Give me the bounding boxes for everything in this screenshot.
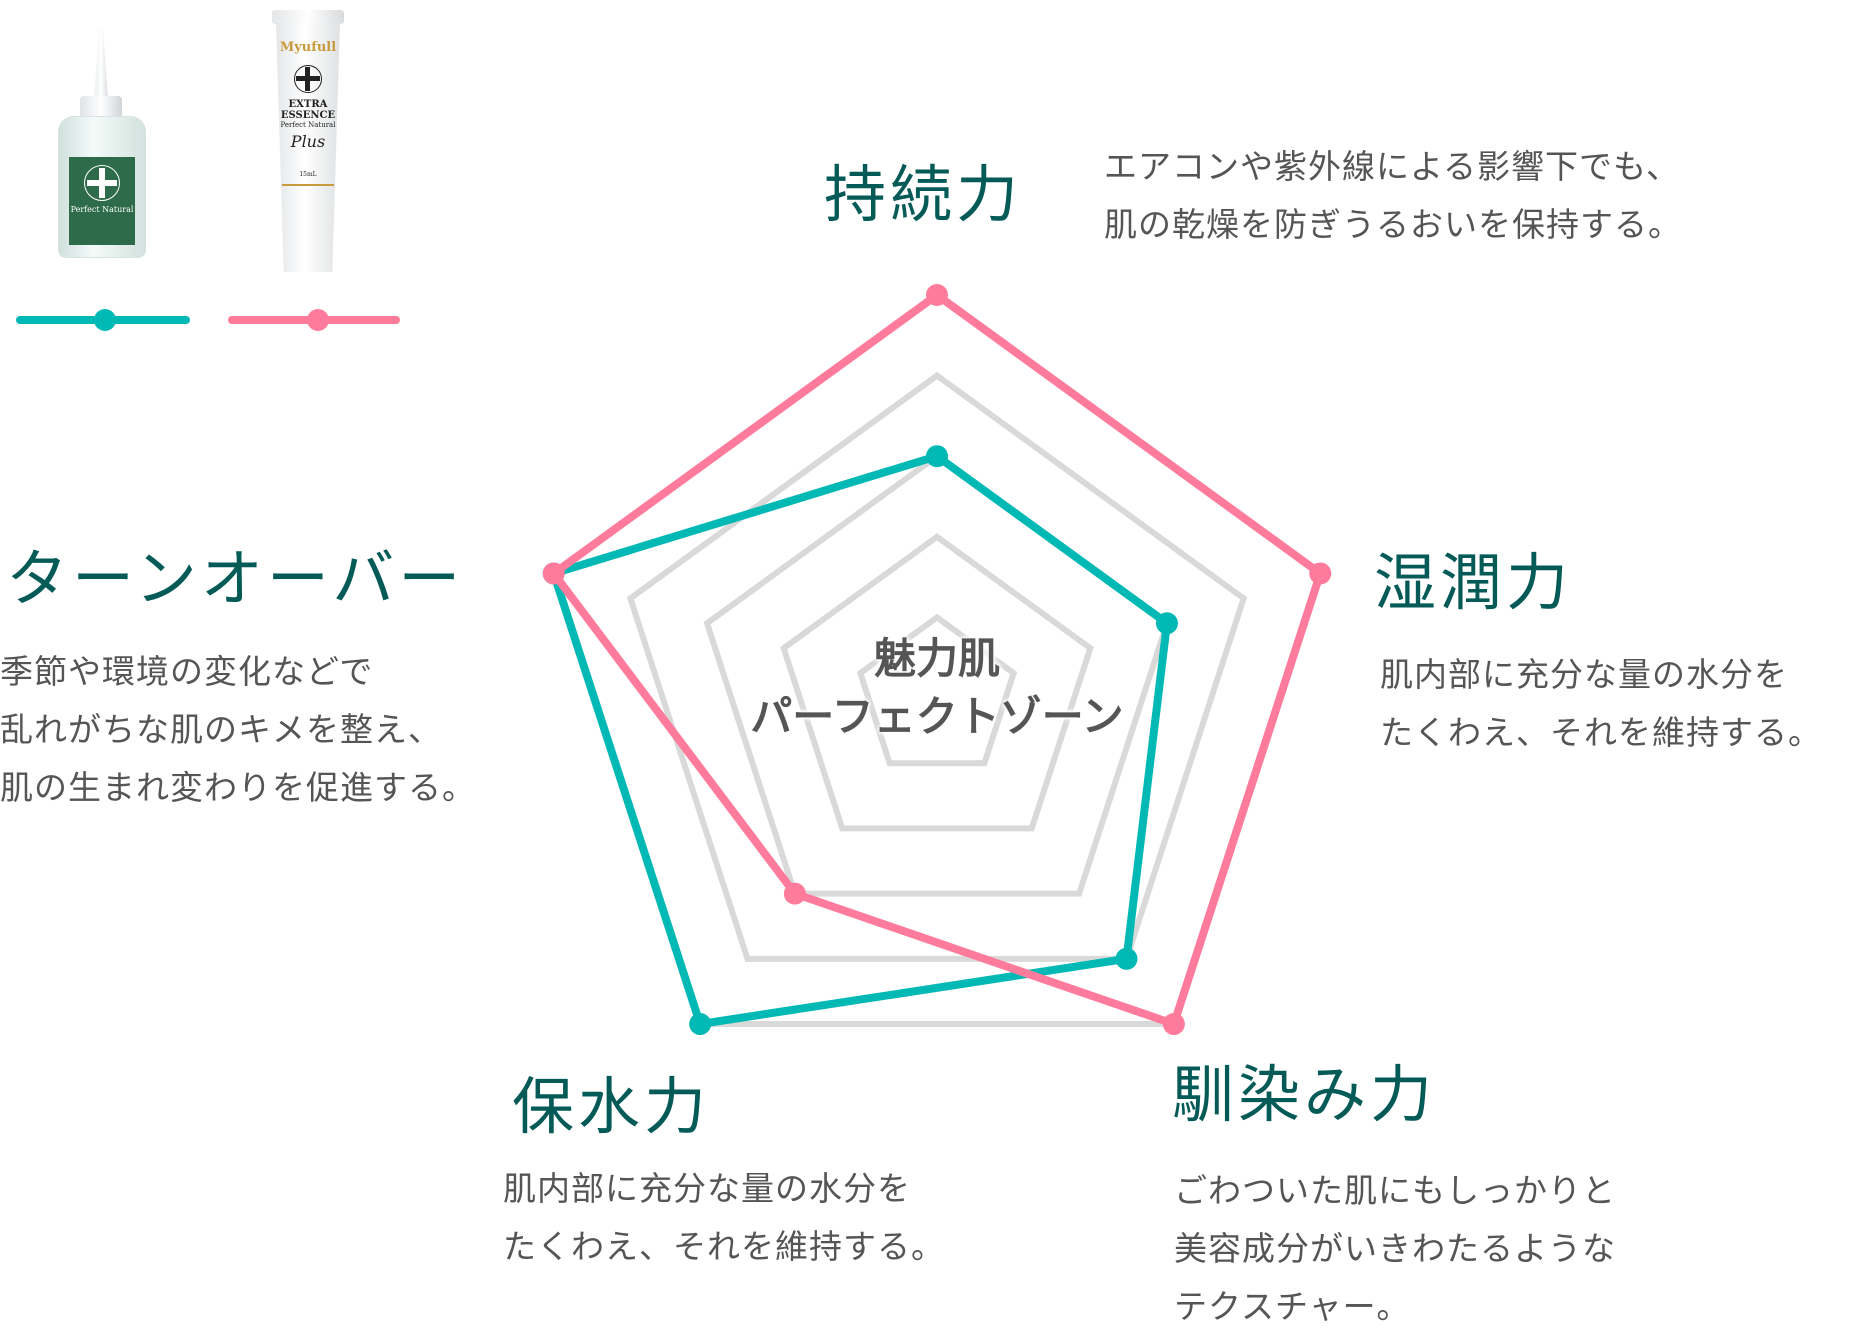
axis-title-turnover: ターンオーバー: [6, 542, 465, 615]
grid-ring: [626, 371, 1248, 962]
center-label-line2: パーフェクトゾーン: [750, 692, 1124, 741]
grid-ring: [856, 613, 1018, 767]
axis-desc-turnover: 季節や環境の変化などで 乱れがちな肌のキメを整え、 肌の生まれ変わりを促進する。: [0, 643, 476, 817]
desc-line: 肌の乾燥を防ぎうるおいを保持する。: [1104, 205, 1682, 244]
bottle-body: Perfect Natural: [58, 116, 146, 258]
data-point: [783, 882, 806, 905]
series-line-0: [549, 452, 1171, 1029]
product-image-extra-essence: Myufull EXTRA ESSENCE Perfect Natural Pl…: [272, 10, 348, 280]
data-point: [926, 284, 948, 306]
axis-desc-water-retention: 肌内部に充分な量の水分を たくわえ、それを維持する。: [503, 1160, 945, 1276]
data-point: [1115, 947, 1138, 970]
desc-line: エアコンや紫外線による影響下でも、: [1104, 147, 1681, 186]
center-label-line1: 魅力肌: [873, 634, 1000, 683]
desc-line: 肌の生まれ変わりを促進する。: [0, 768, 476, 807]
desc-line: たくわえ、それを維持する。: [503, 1227, 945, 1266]
product-image-perfect-natural: Perfect Natural: [56, 30, 148, 270]
desc-line: テクスチャー。: [1174, 1287, 1411, 1326]
desc-line: ごわついた肌にもしっかりと: [1174, 1171, 1616, 1210]
tube-volume: 15mL: [299, 171, 317, 178]
desc-line: 肌内部に充分な量の水分を: [1380, 655, 1788, 694]
desc-line: 美容成分がいきわたるような: [1174, 1229, 1616, 1268]
desc-line: 乱れがちな肌のキメを整え、: [0, 710, 442, 749]
center-label: 魅力肌 パーフェクトゾーン: [737, 630, 1137, 746]
bottle-cap: [80, 96, 122, 118]
axis-desc-moisture: 肌内部に充分な量の水分を たくわえ、それを維持する。: [1380, 646, 1822, 762]
axis-desc-persistence: エアコンや紫外線による影響下でも、 肌の乾燥を防ぎうるおいを保持する。: [1104, 138, 1682, 254]
axis-title-water-retention: 保水力: [512, 1070, 711, 1143]
egf-cross-icon: [294, 65, 322, 93]
bottle-label-text: Perfect Natural: [70, 205, 134, 214]
tube-cap: [272, 10, 344, 24]
data-point: [542, 562, 565, 585]
tube-body: Myufull EXTRA ESSENCE Perfect Natural Pl…: [276, 22, 340, 272]
legend-dot-teal: [94, 309, 116, 331]
axis-title-persistence: 持続力: [824, 158, 1023, 231]
axis-title-moisture: 湿潤力: [1374, 546, 1573, 619]
tube-label-line: EXTRA: [288, 99, 328, 110]
data-point: [926, 445, 948, 468]
tube-label-line: Plus: [290, 132, 326, 151]
data-point: [689, 1013, 712, 1036]
tube-label-line: Perfect Natural: [280, 121, 336, 129]
bottle-label: Perfect Natural: [69, 157, 135, 245]
data-point: [1155, 612, 1178, 635]
data-point: [1309, 562, 1332, 585]
data-point: [1162, 1013, 1185, 1036]
legend-dot-pink: [307, 309, 329, 331]
egf-cross-icon: [84, 165, 120, 201]
desc-line: 肌内部に充分な量の水分を: [503, 1169, 911, 1208]
desc-line: 季節や環境の変化などで: [0, 652, 374, 691]
tube-gold-band: [282, 184, 334, 186]
radar-series: [542, 284, 1332, 1036]
tube-brand: Myufull: [279, 40, 337, 55]
series-line-1: [549, 291, 1325, 1029]
axis-desc-blending: ごわついた肌にもしっかりと 美容成分がいきわたるような テクスチャー。: [1174, 1162, 1616, 1336]
axis-title-blending: 馴染み力: [1172, 1058, 1437, 1131]
tube-label-line: ESSENCE: [280, 110, 336, 121]
grid-ring: [780, 533, 1094, 832]
desc-line: たくわえ、それを維持する。: [1380, 713, 1822, 752]
